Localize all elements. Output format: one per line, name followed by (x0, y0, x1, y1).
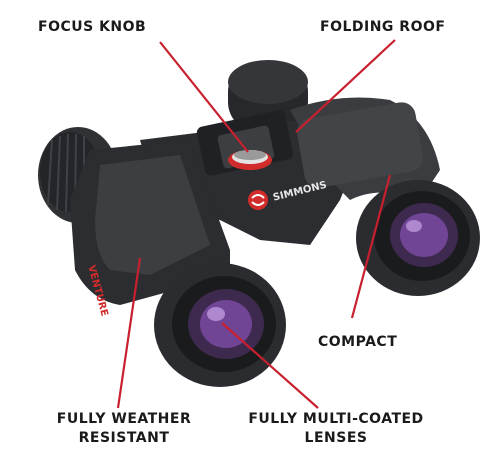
callout-line-compact (350, 174, 392, 319)
label-lenses-line2: LENSES (304, 430, 368, 446)
callout-line-lenses (221, 322, 319, 409)
left-objective (154, 263, 286, 387)
callout-line-focus-knob (159, 41, 249, 153)
label-folding-roof: FOLDING ROOF (320, 19, 446, 35)
label-lenses: FULLY MULTI-COATED LENSES (236, 410, 436, 448)
label-focus-knob: FOCUS KNOB (38, 19, 147, 35)
callout-line-folding-roof (295, 39, 396, 133)
label-weather-resistant: FULLY WEATHER RESISTANT (34, 410, 214, 448)
rear-right-barrel (228, 60, 308, 132)
label-weather-line1: FULLY WEATHER (56, 411, 192, 427)
label-lenses-line1: FULLY MULTI-COATED (248, 411, 424, 427)
label-weather-line2: RESISTANT (78, 430, 170, 446)
right-objective (356, 180, 480, 296)
focus-knob (196, 110, 294, 176)
callout-line-weather (116, 257, 142, 409)
label-compact: COMPACT (318, 334, 398, 350)
callout-lines (116, 39, 396, 409)
brand-logo (248, 190, 268, 210)
